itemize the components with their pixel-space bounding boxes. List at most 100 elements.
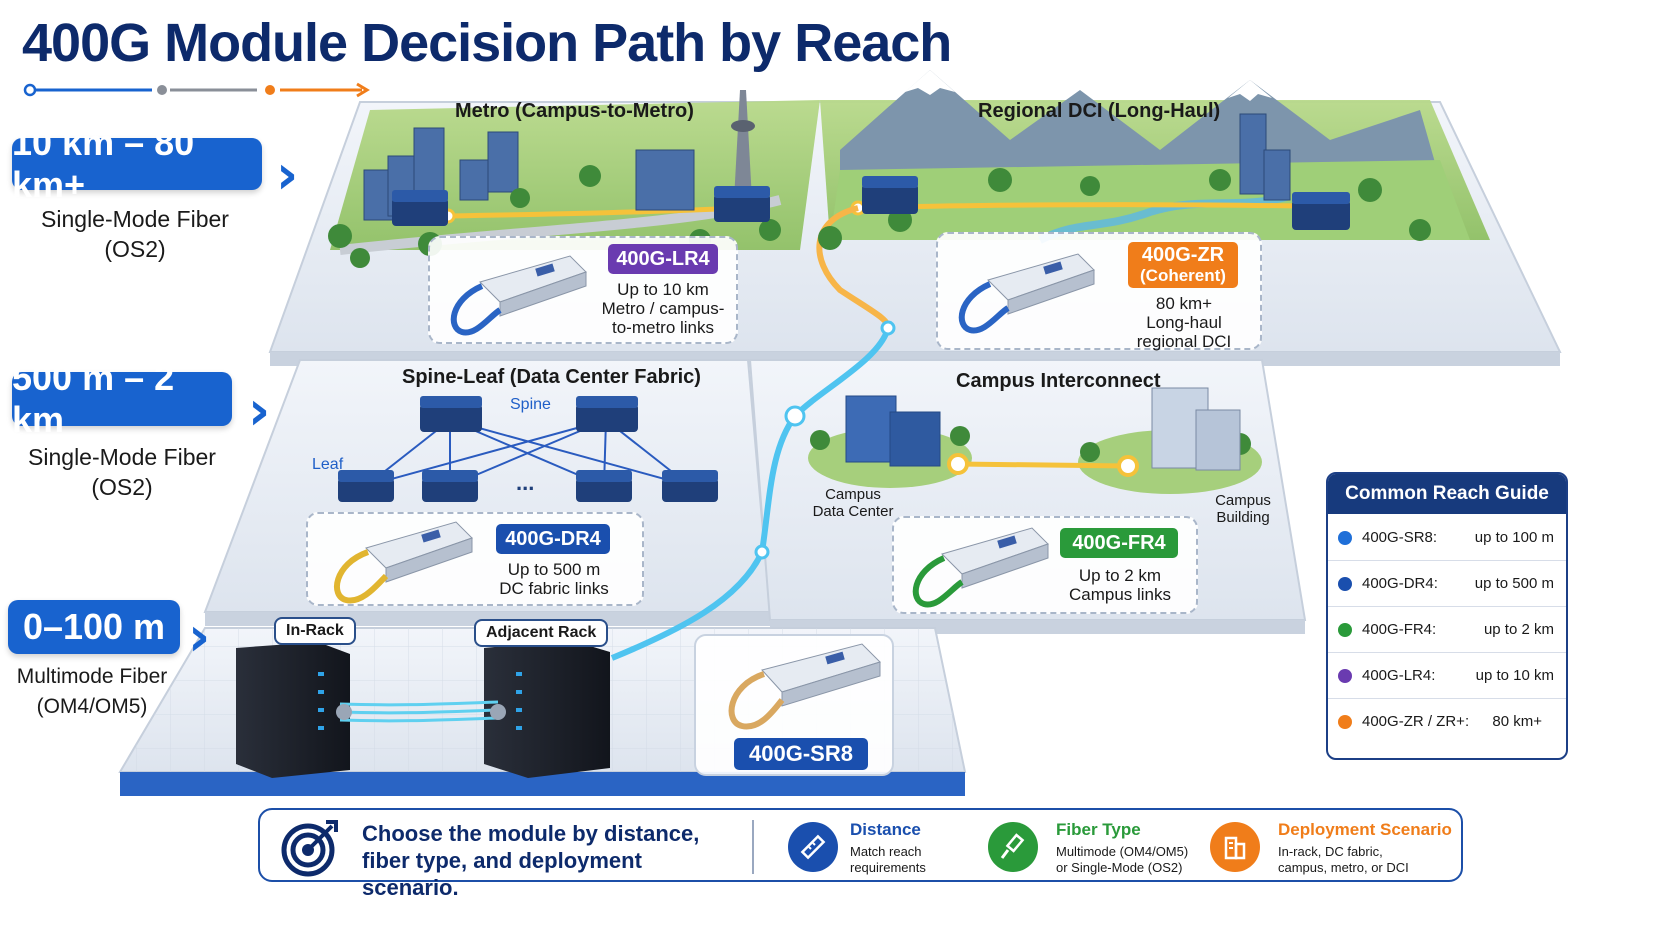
reach-guide-legend: Common Reach Guide 400G-SR8: up to 100 m… [1326, 472, 1568, 760]
module-card-sr8: 400G-SR8 [694, 634, 894, 776]
fiber-type-mid-name: Single-Mode Fiber [28, 444, 216, 470]
legend-dot [1338, 577, 1352, 591]
transceiver-icon [334, 521, 473, 604]
region-campus-label: Campus Interconnect [956, 370, 1161, 392]
fiber-type-desc: Multimode (OM4/OM5) or Single-Mode (OS2) [1056, 844, 1188, 876]
region-regional-label: Regional DCI (Long-Haul) [978, 100, 1221, 122]
legend-title: Common Reach Guide [1328, 474, 1566, 514]
module-desc-zr-line2: Long-haul [1146, 313, 1222, 332]
transceiver-icon [450, 255, 587, 336]
legend-item-value: up to 2 km [1483, 621, 1554, 638]
region-spine-leaf-label: Spine-Leaf (Data Center Fabric) [402, 366, 701, 388]
fiber-type-mid-sub: (OS2) [91, 474, 153, 500]
spine-label: Spine [510, 396, 551, 413]
fiber-type-mid: Single-Mode Fiber (OS2) [0, 442, 244, 502]
campus-bldg-label: Campus Building [1210, 492, 1276, 526]
fiber-type-desc-line1: Multimode (OM4/OM5) [1056, 844, 1189, 859]
transceiver-icon [728, 643, 881, 730]
deployment-title: Deployment Scenario [1278, 820, 1452, 839]
adjacent-rack-callout: Adjacent Rack [474, 619, 609, 647]
module-desc-zr: 80 km+ Long-haul regional DCI [1116, 294, 1252, 351]
target-icon [281, 820, 338, 877]
ruler-icon [788, 822, 838, 872]
campus-bldg-label-line2: Building [1216, 509, 1270, 526]
reach-range-mid: 500 m – 2 km [12, 357, 232, 440]
title-progress-rule [23, 82, 370, 98]
module-desc-lr4-line3: to-metro links [611, 318, 715, 337]
legend-item-value: 80 km+ [1492, 713, 1542, 730]
legend-item-name: 400G-SR8: [1362, 529, 1438, 546]
fiber-type-long: Single-Mode Fiber (OS2) [10, 204, 260, 264]
legend-dot [1338, 669, 1352, 683]
module-card-lr4: 400G-LR4 Up to 10 km Metro / campus- to-… [428, 236, 738, 344]
module-card-zr: 400G-ZR (Coherent) 80 km+ Long-haul regi… [936, 232, 1262, 351]
legend-item-name: 400G-ZR / ZR+: [1362, 713, 1470, 730]
fiber-type-long-sub: (OS2) [104, 236, 166, 262]
legend-item-value: up to 100 m [1474, 529, 1554, 546]
module-desc-lr4-line2: Metro / campus- [601, 299, 725, 318]
fiber-type-long-name: Single-Mode Fiber [41, 206, 229, 232]
module-desc-zr-line3: regional DCI [1136, 332, 1232, 351]
fiber-type-short-sub: (OM4/OM5) [36, 695, 148, 718]
bottom-main-line1: Choose the module by distance, [362, 821, 700, 846]
legend-item-zr: 400G-ZR / ZR+: 80 km+ [1328, 700, 1566, 745]
transceiver-icon [958, 253, 1095, 334]
module-badge-zr-sub: (Coherent) [1140, 266, 1226, 285]
divider [752, 820, 754, 874]
deployment-desc-line2: campus, metro, or DCI [1278, 860, 1409, 875]
legend-item-sr8: 400G-SR8: up to 100 m [1328, 516, 1566, 561]
chevron-right-icon: › [248, 379, 271, 442]
campus-bldg-label-line1: Campus [1215, 492, 1271, 509]
in-rack-callout: In-Rack [274, 617, 356, 645]
legend-dot [1338, 715, 1352, 729]
module-badge-sr8: 400G-SR8 [734, 738, 868, 770]
module-desc-lr4: Up to 10 km Metro / campus- to-metro lin… [588, 280, 738, 337]
deployment-desc-line1: In-rack, DC fabric, [1278, 844, 1383, 859]
legend-item-lr4: 400G-LR4: up to 10 km [1328, 654, 1566, 699]
module-desc-fr4: Up to 2 km Campus links [1048, 566, 1192, 604]
distance-title: Distance [850, 820, 921, 839]
module-badge-lr4: 400G-LR4 [608, 244, 718, 274]
transceiver-icon [912, 527, 1049, 608]
reach-range-long-label: 10 km – 80 km+ [12, 122, 195, 205]
module-desc-fr4-line2: Campus links [1068, 585, 1172, 604]
module-desc-lr4-line1: Up to 10 km [617, 280, 709, 299]
bottom-summary-bar: Choose the module by distance, fiber typ… [258, 808, 1463, 900]
bottom-main-line2: fiber type, and deployment scenario. [362, 848, 642, 900]
module-desc-dr4: Up to 500 m DC fabric links [482, 560, 626, 598]
leaf-ellipsis: ... [516, 470, 535, 495]
chevron-right-icon: › [188, 605, 211, 668]
leaf-label: Leaf [312, 456, 344, 473]
distance-desc: Match reach requirements [850, 844, 926, 876]
distance-desc-line2: requirements [850, 860, 926, 875]
legend-item-fr4: 400G-FR4: up to 2 km [1328, 608, 1566, 653]
fiber-type-short-name: Multimode Fiber [16, 665, 168, 688]
deployment-desc: In-rack, DC fabric, campus, metro, or DC… [1278, 844, 1409, 876]
module-badge-fr4: 400G-FR4 [1060, 528, 1178, 558]
campus-dc-label-line2: Data Center [812, 503, 894, 520]
distance-desc-line1: Match reach [850, 844, 922, 859]
reach-range-short: 0–100 m [8, 600, 180, 654]
page-title: 400G Module Decision Path by Reach [22, 13, 952, 73]
module-desc-dr4-line1: Up to 500 m [507, 560, 601, 579]
reach-range-short-label: 0–100 m [22, 606, 166, 647]
legend-item-value: up to 10 km [1475, 667, 1554, 684]
module-desc-zr-line1: 80 km+ [1155, 294, 1213, 313]
fiber-connector-icon [988, 822, 1038, 872]
legend-item-name: 400G-LR4: [1362, 667, 1436, 684]
fiber-type-short: Multimode Fiber (OM4/OM5) [0, 662, 184, 722]
module-card-fr4: 400G-FR4 Up to 2 km Campus links [892, 516, 1198, 614]
legend-item-name: 400G-DR4: [1362, 575, 1438, 592]
module-badge-zr: 400G-ZR (Coherent) [1128, 242, 1238, 288]
building-icon [1210, 822, 1260, 872]
legend-dot [1338, 623, 1352, 637]
module-badge-zr-name: 400G-ZR [1141, 244, 1225, 266]
module-desc-fr4-line1: Up to 2 km [1078, 566, 1162, 585]
legend-item-dr4: 400G-DR4: up to 500 m [1328, 562, 1566, 607]
reach-range-mid-label: 500 m – 2 km [12, 357, 175, 440]
campus-dc-label-line1: Campus [825, 486, 881, 503]
reach-range-long: 10 km – 80 km+ [12, 122, 262, 205]
fiber-type-desc-line2: or Single-Mode (OS2) [1056, 860, 1183, 875]
legend-item-name: 400G-FR4: [1362, 621, 1437, 638]
legend-item-value: up to 500 m [1474, 575, 1554, 592]
